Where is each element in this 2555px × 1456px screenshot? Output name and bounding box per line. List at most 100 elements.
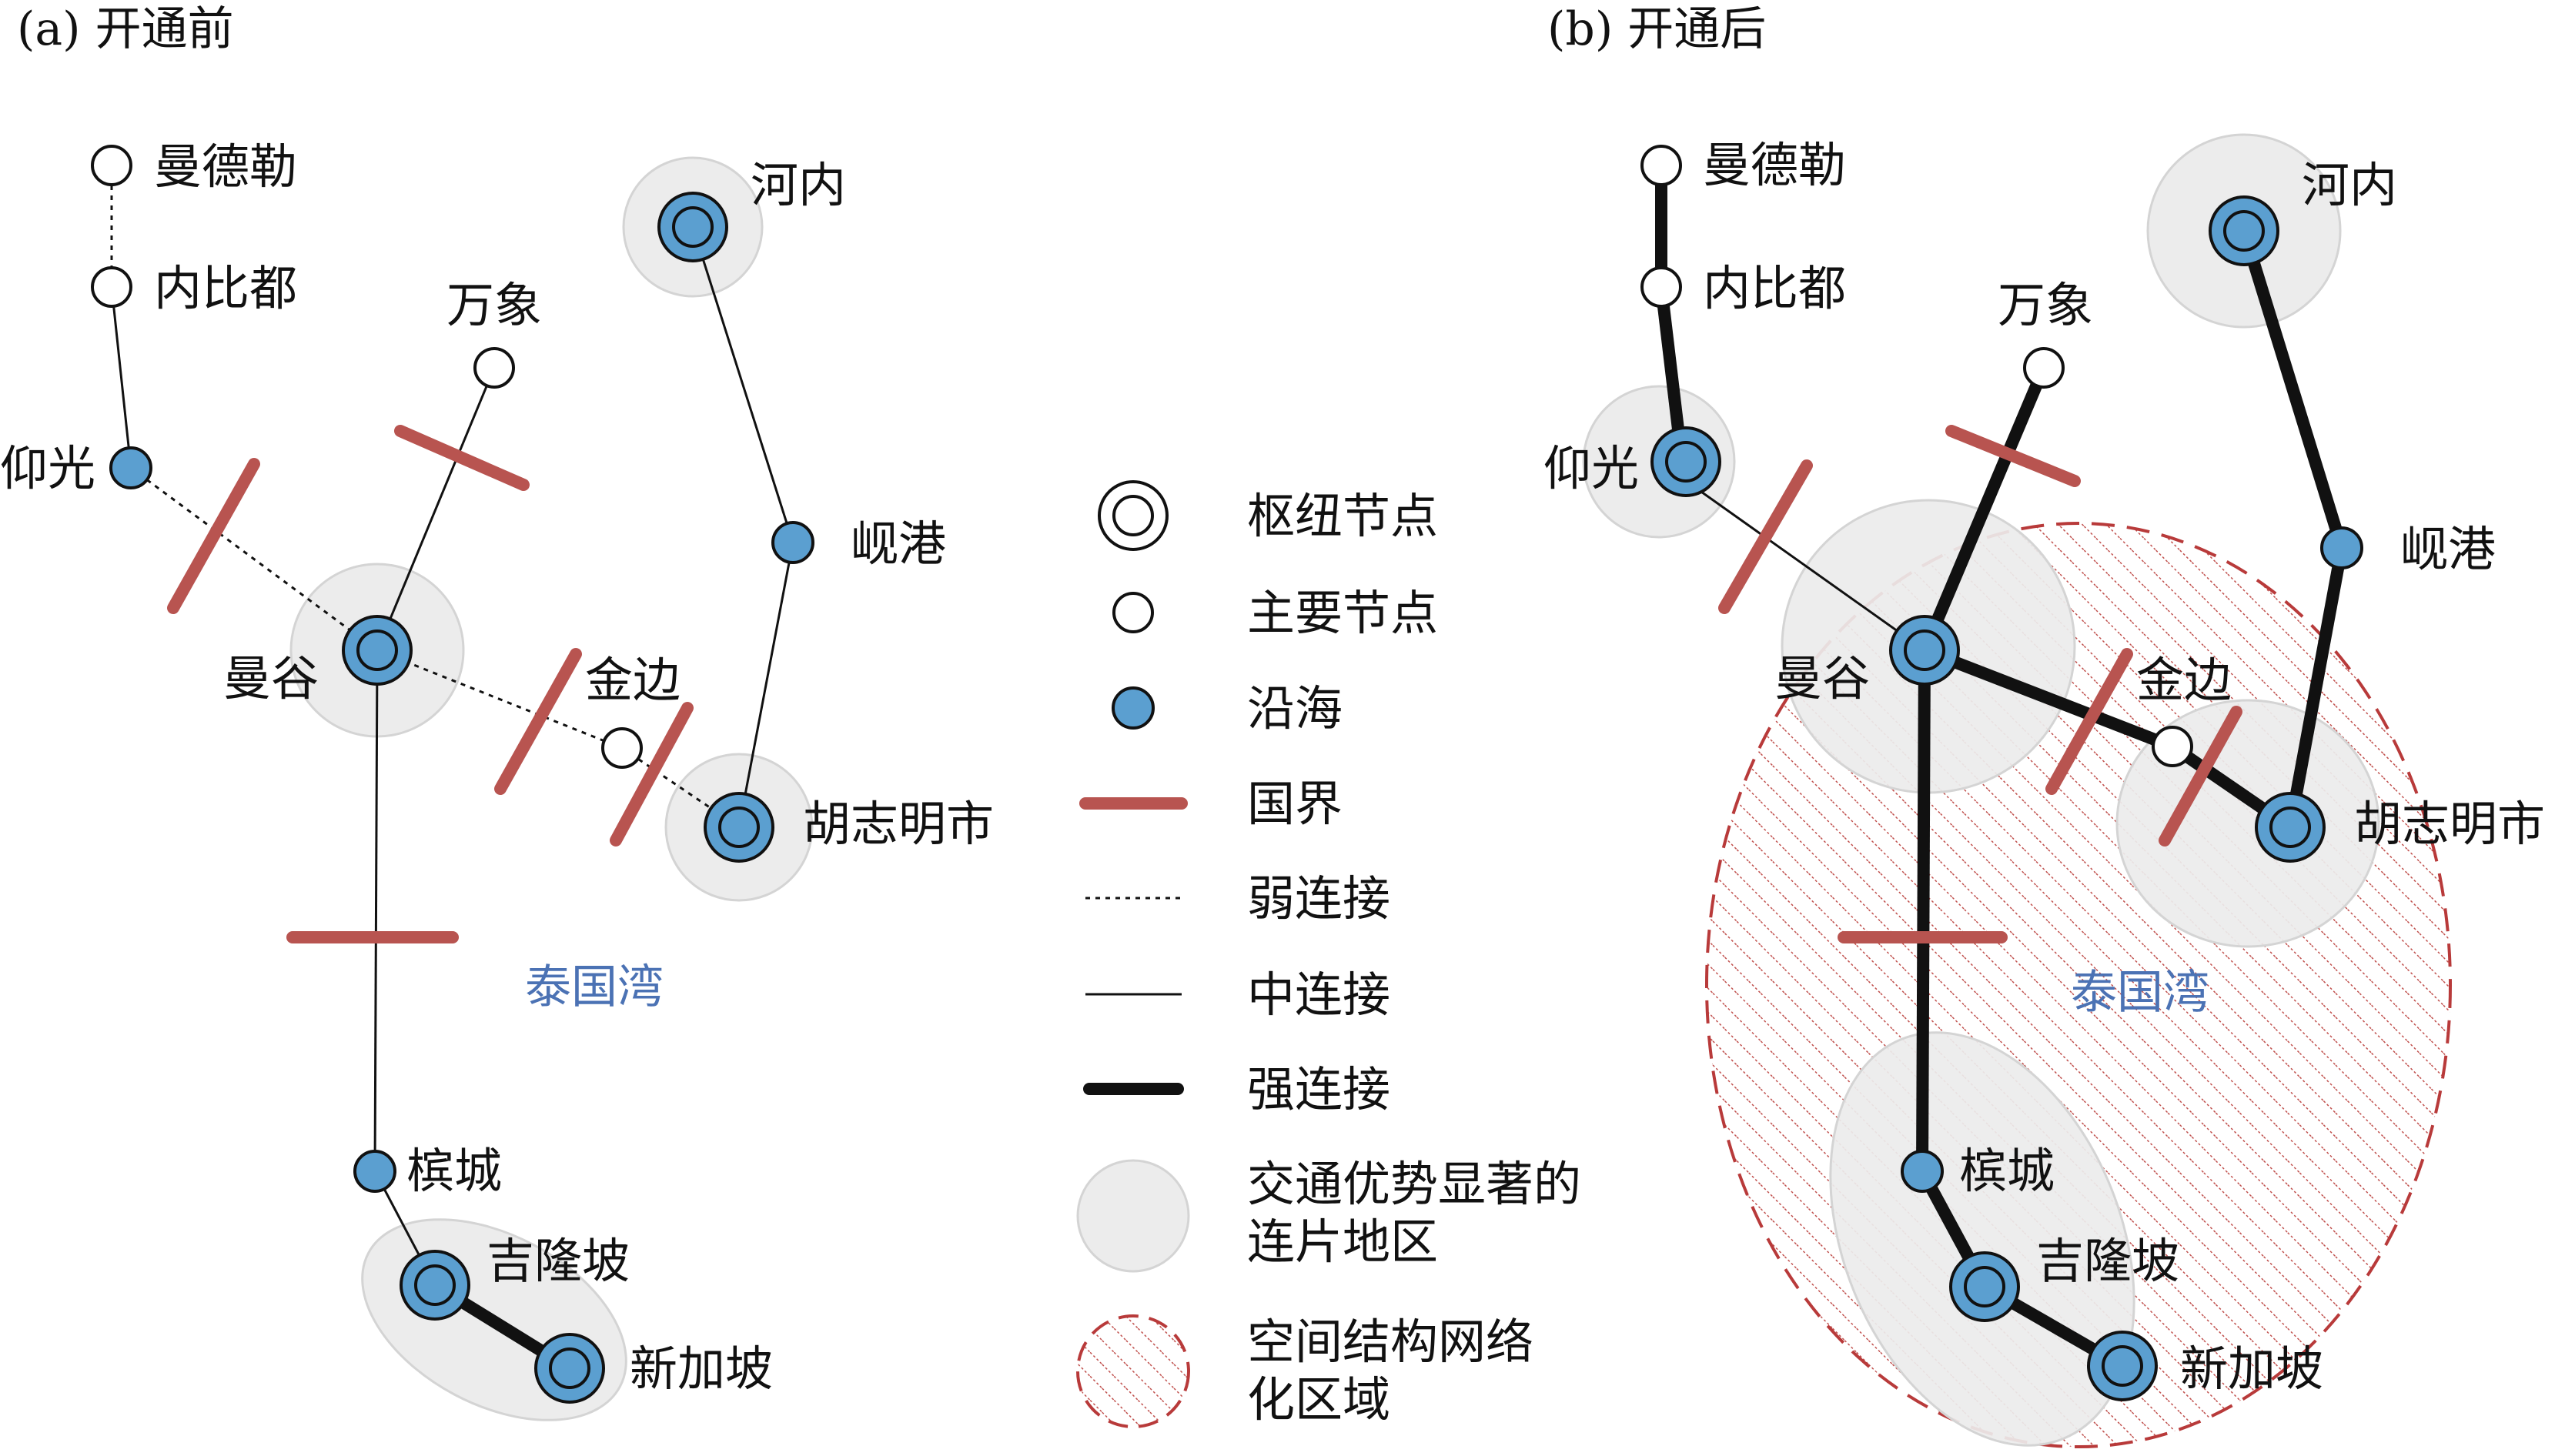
strong-link-bangkok-penang-after [1916, 650, 1931, 1172]
node-naypyidaw-before [91, 266, 132, 308]
legend-region-label-1: 交通优势显著的 [1247, 1156, 1581, 1212]
hub-hcmc-after [2255, 792, 2326, 863]
label-phnompenh-before: 金边 [585, 652, 681, 708]
label-singapore-before: 新加坡 [630, 1341, 773, 1397]
legend-strong-label: 强连接 [1247, 1061, 1390, 1117]
weak-link-yangon-bangkok-before [130, 466, 378, 652]
label-phnompenh-after: 金边 [2136, 652, 2232, 708]
legend-item-border: 国界 [1079, 776, 1343, 832]
label-gulf-after: 泰国湾 [2071, 966, 2209, 1020]
label-bangkok-before: 曼谷 [223, 650, 319, 706]
label-hanoi-after: 河内 [2302, 157, 2397, 213]
label-mandalay-after: 曼德勒 [1703, 137, 1846, 193]
strong-link-danang-hcmc-after [2284, 546, 2348, 829]
hub-bangkok-before [342, 615, 413, 686]
label-naypyidaw-before: 内比都 [154, 260, 297, 316]
label-kualalumpur-after: 吉隆坡 [2036, 1233, 2179, 1289]
legend-main-label: 主要节点 [1247, 585, 1438, 641]
node-mandalay-before [91, 145, 132, 186]
medium-link-bangkok-vientiane-before [376, 367, 496, 651]
node-phnompenh-before [601, 727, 643, 769]
legend-item-weak: 弱连接 [1085, 870, 1390, 927]
hub-yangon-after [1650, 426, 1721, 497]
node-phnompenh-after [2152, 726, 2193, 767]
label-danang-before: 岘港 [851, 516, 946, 572]
label-danang-after: 岘港 [2400, 521, 2496, 577]
panel-before: (a) 开通前 [0, 2, 994, 1421]
medium-link-yangon-bangkok-after [1658, 460, 1925, 652]
legend-border-label: 国界 [1247, 776, 1343, 832]
border-cambodia-vietnam-before [610, 702, 694, 847]
hub-hanoi-before [657, 192, 728, 262]
label-penang-before: 槟城 [406, 1143, 502, 1199]
legend-item-hub: 枢纽节点 [1098, 480, 1438, 551]
label-mandalay-before: 曼德勒 [154, 139, 297, 195]
border-cambodia-vietnam-after [2159, 706, 2242, 847]
medium-link-naypyidaw-yangon-before [110, 286, 132, 469]
legend-weak-label: 弱连接 [1247, 870, 1390, 927]
node-penang-before [353, 1150, 396, 1193]
label-gulf-before: 泰国湾 [525, 960, 664, 1014]
legend-item-main: 主要节点 [1112, 585, 1438, 641]
hub-singapore-before [534, 1333, 605, 1404]
panel-after: (b) 开通后 [1543, 2, 2545, 1448]
panel-after-title: (b) 开通后 [1547, 2, 1766, 56]
border-thailand-cambodia-before [494, 648, 582, 795]
legend-network-label-2: 化区域 [1247, 1371, 1390, 1428]
label-vientiane-after: 万象 [1998, 277, 2093, 333]
hub-hcmc-before [704, 792, 774, 863]
border-myanmar-thailand-before [167, 458, 260, 614]
legend: 枢纽节点 主要节点 沿海 国界 弱连接 中连接 强连接 交通优势显著的 [1076, 480, 1581, 1428]
hub-singapore-after [2087, 1331, 2158, 1401]
node-penang-after [1901, 1150, 1944, 1193]
label-hcmc-after: 胡志明市 [2354, 796, 2545, 852]
weak-link-bangkok-phnompenh-before [376, 649, 623, 750]
legend-item-region: 交通优势显著的 连片地区 [1076, 1156, 1581, 1273]
node-danang-before [771, 521, 814, 564]
legend-region-label-2: 连片地区 [1247, 1214, 1438, 1270]
hub-kualalumpur-after [1949, 1251, 2020, 1322]
node-mandalay-after [1640, 145, 1682, 186]
border-thailand-laos-after [1945, 425, 2081, 487]
legend-item-strong: 强连接 [1083, 1061, 1390, 1117]
legend-network-label-1: 空间结构网络 [1247, 1314, 1533, 1370]
node-yangon-before [109, 446, 152, 489]
label-yangon-after: 仰光 [1543, 440, 1639, 496]
label-singapore-after: 新加坡 [2180, 1341, 2323, 1397]
label-bangkok-after: 曼谷 [1774, 650, 1870, 706]
label-hanoi-before: 河内 [751, 157, 846, 213]
node-naypyidaw-after [1640, 266, 1682, 308]
legend-hub-label: 枢纽节点 [1247, 488, 1438, 544]
legend-medium-label: 中连接 [1247, 967, 1390, 1023]
hub-bangkok-after [1889, 615, 1960, 686]
legend-item-network: 空间结构网络 化区域 [1076, 1314, 1533, 1428]
legend-network-symbol [1076, 1314, 1190, 1428]
legend-item-coastal: 沿海 [1112, 680, 1343, 736]
label-naypyidaw-after: 内比都 [1703, 260, 1846, 316]
hub-kualalumpur-before [400, 1250, 470, 1321]
label-hcmc-before: 胡志明市 [803, 796, 994, 852]
region-malay-after [1829, 1031, 2135, 1447]
node-vientiane-before [473, 347, 515, 389]
border-thailand-cambodia-after [2045, 648, 2133, 795]
legend-item-medium: 中连接 [1085, 967, 1390, 1023]
legend-coastal-label: 沿海 [1247, 680, 1343, 736]
medium-link-hanoi-danang-before [691, 226, 794, 543]
medium-link-danang-hcmc-before [737, 542, 794, 828]
strong-link-bangkok-vientiane-after [1918, 365, 2050, 653]
label-kualalumpur-before: 吉隆坡 [487, 1233, 630, 1289]
label-penang-after: 槟城 [1959, 1143, 2055, 1199]
legend-region-symbol [1076, 1159, 1190, 1273]
legend-main-symbol [1112, 592, 1154, 633]
label-vientiane-before: 万象 [446, 277, 542, 333]
border-myanmar-thailand-after [1718, 459, 1813, 614]
legend-coastal-symbol [1112, 686, 1155, 730]
node-danang-after [2320, 526, 2363, 569]
strong-link-bangkok-phnompenh-after [1922, 644, 2175, 753]
label-yangon-before: 仰光 [0, 440, 95, 496]
hub-hanoi-after [2209, 195, 2279, 266]
strong-link-hanoi-danang-after [2238, 229, 2348, 550]
panel-before-title: (a) 开通前 [17, 2, 234, 56]
